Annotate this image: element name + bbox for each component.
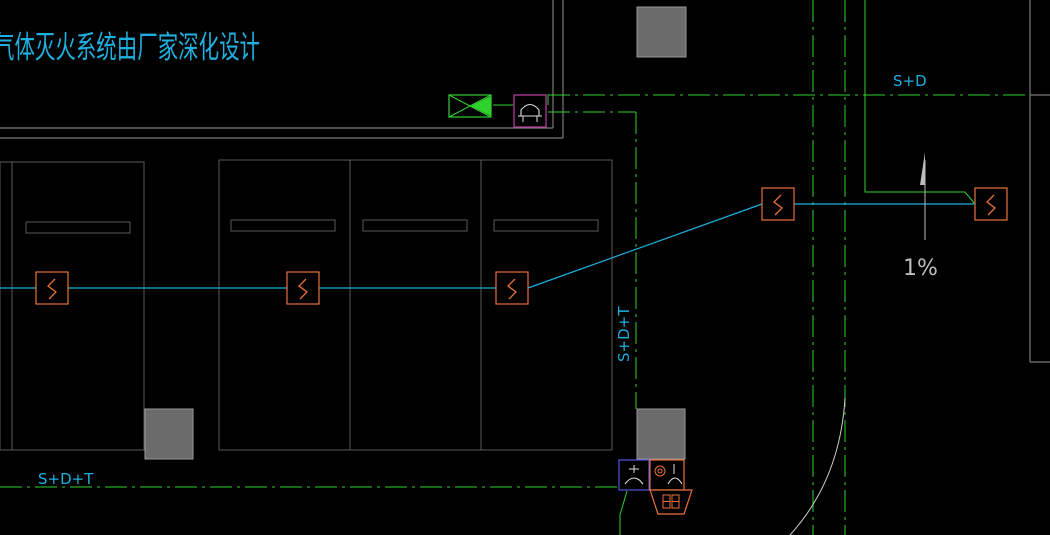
slope-label: 1% [903, 256, 938, 281]
manual-pull-station-icon[interactable] [618, 459, 650, 491]
room-walls [0, 0, 1050, 363]
circuit-label-sdt-bottom: S+D+T [38, 470, 94, 488]
alarm-bell-icon[interactable] [513, 94, 547, 128]
solenoid-valve-icon[interactable] [448, 94, 492, 118]
structural-columns [144, 6, 687, 460]
sounder-icon[interactable] [649, 459, 685, 491]
column [636, 6, 687, 58]
smoke-detector-icon[interactable] [35, 271, 69, 305]
smoke-detector-icon[interactable] [761, 187, 795, 221]
drawing-title: 气体灭火系统由厂家深化设计 [0, 30, 260, 66]
smoke-detector-icon[interactable] [974, 187, 1008, 221]
circuit-label-sd: S+D [893, 72, 927, 90]
cyan-wiring [0, 203, 975, 289]
column [636, 408, 686, 460]
smoke-detector-icon[interactable] [495, 271, 529, 305]
axis-solid-connectors [493, 0, 976, 535]
curved-wall [789, 397, 846, 535]
junction-box-icon[interactable] [649, 489, 693, 515]
equipment-cabinets [0, 159, 613, 451]
circuit-label-sdt-vertical: S+D+T [615, 306, 633, 362]
column [144, 408, 194, 460]
smoke-detector-icon[interactable] [286, 271, 320, 305]
slope-arrow [920, 152, 926, 240]
